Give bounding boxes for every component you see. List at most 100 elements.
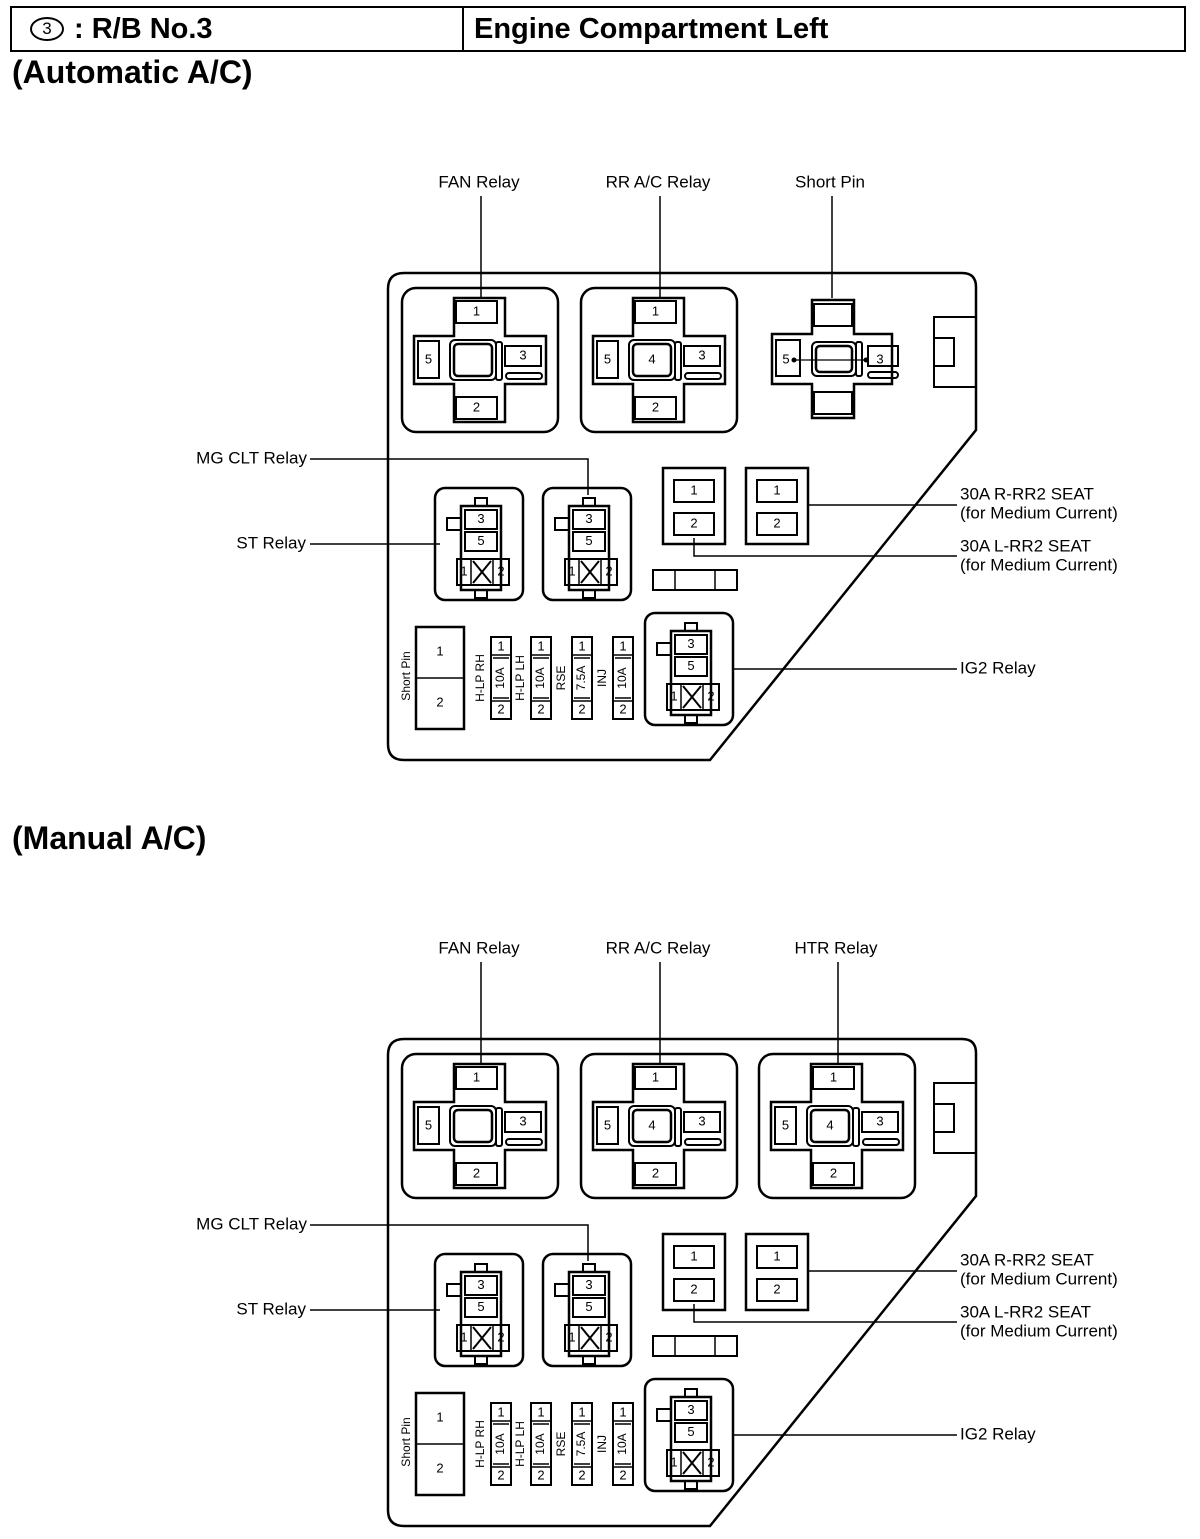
relay-rr-ac-pin-bottom-label: 2 xyxy=(652,1165,659,1180)
fuse-0-name: H-LP RH xyxy=(473,1420,487,1468)
relay-fan-center-bar xyxy=(495,1107,503,1147)
fuse-3-rating: 10A xyxy=(615,667,629,688)
fuse-1-pin-1-label: 1 xyxy=(537,638,544,653)
fuse-1-rating: 10A xyxy=(533,667,547,688)
fuse-2-pin-2-label: 2 xyxy=(578,1467,585,1482)
relay-rr-ac-center-bar xyxy=(674,1107,682,1147)
fuse-1-pin-2-label: 2 xyxy=(537,701,544,716)
fuse-2-pin-1-label: 1 xyxy=(578,638,585,653)
fuse-2-pin-1-label: 1 xyxy=(578,1404,585,1419)
fuse-2-name: RSE xyxy=(554,666,568,691)
label-top-1: RR A/C Relay xyxy=(606,172,711,191)
short-pin-pin-1-label: 1 xyxy=(436,643,443,658)
label-top-1: RR A/C Relay xyxy=(606,938,711,957)
mg-clt-relay-pin-2-label: 2 xyxy=(605,563,612,578)
st-relay-pin-2-label: 2 xyxy=(497,1329,504,1344)
short-pin-socket-housing xyxy=(770,298,894,420)
relay-rr-ac-outer xyxy=(579,1052,739,1200)
st-relay-top-tab xyxy=(474,497,488,507)
relay-htr-pin-bottom-label: 2 xyxy=(830,1165,837,1180)
short-pin-pin-1-label: 1 xyxy=(436,1409,443,1424)
relay-rr-ac-pin-center-label: 4 xyxy=(648,1117,655,1132)
relay-fan-pin-bottom xyxy=(455,396,498,420)
short-pin-socket-slot-bottom xyxy=(813,391,853,415)
fuse-l-rr2-seat-pin-2-label: 2 xyxy=(690,1281,697,1296)
ig2-relay-pin-1-label: 1 xyxy=(670,1454,677,1469)
ig2-relay-pin-5 xyxy=(674,1422,708,1443)
fuse-l-rr2-seat-pin-2-label: 2 xyxy=(690,515,697,530)
relay-fan-cross-housing xyxy=(412,1062,548,1190)
mg-clt-relay-pin-5-label: 5 xyxy=(585,1299,592,1314)
fuse-r-rr2-seat-outer xyxy=(744,1232,810,1312)
fuse-r-rr2-seat-pin-1 xyxy=(756,479,798,503)
label-r-rr2-seat-sub: (for Medium Current) xyxy=(960,503,1118,522)
fuse-1-name: H-LP LH xyxy=(513,655,527,701)
mg-clt-relay-cross-b xyxy=(580,560,600,584)
fuse-l-rr2-seat-pin-1 xyxy=(673,1245,715,1269)
short-pin-pin-2-label: 2 xyxy=(436,694,443,709)
side-connector-inner xyxy=(933,1103,955,1133)
relay-rr-ac-pin-right xyxy=(683,1111,721,1133)
label-st-relay: ST Relay xyxy=(236,1299,306,1318)
label-ig2-relay: IG2 Relay xyxy=(960,1424,1036,1443)
relay-fan-center-bar xyxy=(495,341,503,381)
fuse-3-body xyxy=(612,1402,634,1486)
st-relay-side-tab xyxy=(446,1283,462,1297)
ig2-relay-pin-5-label: 5 xyxy=(687,658,694,673)
relay-fan-pin-slot xyxy=(505,1138,543,1146)
relay-fan-pin-left xyxy=(417,1106,440,1145)
st-relay-cross-b xyxy=(472,1326,492,1350)
short-pin-label: Short Pin xyxy=(399,651,413,700)
relay-fan-outer xyxy=(400,286,560,434)
fuse-l-rr2-seat-pin-1-label: 1 xyxy=(690,482,697,497)
fuse-r-rr2-seat-outer xyxy=(744,466,810,546)
relay-fan-pin-bottom-label: 2 xyxy=(473,399,480,414)
relay-rr-ac-pin-slot xyxy=(684,372,722,380)
label-l-rr2-seat: 30A L-RR2 SEAT xyxy=(960,1302,1091,1321)
relay-rr-ac-cross-housing xyxy=(591,1062,727,1190)
fuse-0-pin-2-label: 2 xyxy=(497,701,504,716)
mg-clt-relay-bottom-row xyxy=(564,1324,618,1352)
relay-rr-ac-pin-bottom xyxy=(634,396,677,420)
st-relay-top-tab xyxy=(474,1263,488,1273)
short-pin-socket-center-bar xyxy=(855,341,863,377)
relay-fan-center-outer xyxy=(449,339,497,381)
relay-rr-ac-pin-top-label: 1 xyxy=(652,1069,659,1084)
fuse-1-pin-2-label: 2 xyxy=(537,1467,544,1482)
relay-rr-ac-pin-center-label: 4 xyxy=(648,351,655,366)
relay-fan-pin-left-label: 5 xyxy=(425,351,432,366)
fuse-3-body xyxy=(612,636,634,720)
label-mg-clt-relay: MG CLT Relay xyxy=(196,1214,307,1233)
ig2-relay-bottom-tab xyxy=(684,714,698,724)
st-relay-pin-1-label: 1 xyxy=(460,1329,467,1344)
label-r-rr2-seat: 30A R-RR2 SEAT xyxy=(960,484,1094,503)
relay-fan-pin-right-label: 3 xyxy=(519,1113,526,1128)
fuse-0-body xyxy=(490,1402,512,1486)
relay-fan-pin-bottom xyxy=(455,1162,498,1186)
ig2-relay-pin-3-label: 3 xyxy=(687,636,694,651)
relay-rr-ac-outer xyxy=(579,286,739,434)
relay-rr-ac-pin-left xyxy=(596,1106,619,1145)
fuse-1-body xyxy=(530,636,552,720)
relay-fan-pin-top xyxy=(455,300,498,324)
label-st-relay: ST Relay xyxy=(236,533,306,552)
fuse-1-rating: 10A xyxy=(533,1433,547,1454)
st-relay-bottom-tab xyxy=(474,589,488,599)
relay-rr-ac-pin-right-label: 3 xyxy=(698,347,705,362)
ig2-relay-bottom-row xyxy=(666,683,720,711)
mg-clt-relay-bottom-row xyxy=(564,558,618,586)
short-pin-socket-pin-left xyxy=(775,339,801,377)
fuse-0-pin-2-label: 2 xyxy=(497,1467,504,1482)
label-top-0: FAN Relay xyxy=(438,938,520,957)
ig2-relay-pin-3-label: 3 xyxy=(687,1402,694,1417)
fuse-2-rating: 7.5A xyxy=(574,1432,588,1457)
fuse-r-rr2-seat-pin-1 xyxy=(756,1245,798,1269)
mg-clt-relay-cross-b xyxy=(580,1326,600,1350)
fuse-3-pin-1-label: 1 xyxy=(619,1404,626,1419)
mg-clt-relay-pin-3-label: 3 xyxy=(585,511,592,526)
ig2-relay-side-tab xyxy=(656,1408,672,1422)
st-relay-pin-5-label: 5 xyxy=(477,533,484,548)
ig2-relay-pin-2-label: 2 xyxy=(707,1454,714,1469)
ig2-relay-cross-b xyxy=(682,685,702,709)
